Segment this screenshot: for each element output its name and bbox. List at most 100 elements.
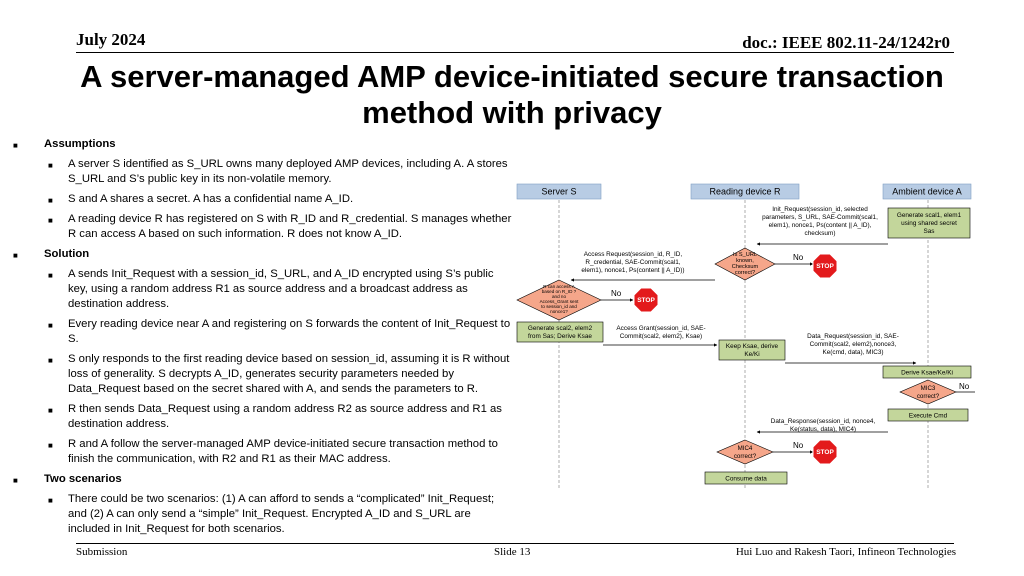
label-data-request: Data_Request(session_id, SAE- Commit(sca… [807,333,899,356]
svg-text:Ke(cmd, data), MIC3): Ke(cmd, data), MIC3) [822,349,883,356]
svg-text:STOP: STOP [637,297,655,304]
slide-title: A server-managed AMP device-initiated se… [80,59,944,130]
sequence-diagram: Server S Reading device R Ambient device… [516,183,975,488]
footer-slide-number: Slide 13 [494,546,531,558]
header-doc-id: doc.: IEEE 802.11-24/1242r0 [742,33,950,52]
svg-text:nonce1?: nonce1? [550,309,568,314]
svg-text:Access Grant(session_id, SAE-: Access Grant(session_id, SAE- [616,325,705,332]
footer-authors: Hui Luo and Rakesh Taori, Infineon Techn… [735,546,956,558]
svg-text:elem1), nonce1, Ps(content ||: elem1), nonce1, Ps(content || A_ID), [769,222,872,229]
svg-text:checksum): checksum) [805,230,836,237]
bullet-marker: ■ [48,321,53,330]
svg-text:Ke/Ki: Ke/Ki [744,351,759,358]
svg-text:correct?: correct? [735,270,755,276]
label-access-grant: Access Grant(session_id, SAE- Commit(sca… [616,325,705,340]
sub-bullet: ■R then sends Data_Request using a rando… [48,403,502,430]
lane-header-server: Server S [516,183,602,200]
decision-mic4: MIC4 correct? [716,439,774,465]
svg-text:Consume data: Consume data [725,476,767,483]
stop-sign-2: STOP [633,287,659,313]
svg-text:Commit(scal2, elem2), Ksae): Commit(scal2, elem2), Ksae) [620,333,702,340]
box-derive-keys: Derive Ksae/Ke/Ki [882,365,972,379]
svg-text:correct?: correct? [734,453,757,460]
svg-text:correct?: correct? [917,393,940,400]
bullet-marker: ■ [48,406,53,415]
svg-text:Generate scal1, elem1: Generate scal1, elem1 [897,212,962,219]
bullet-marker: ■ [48,356,53,365]
svg-text:R_credential, SAE-Commit(scal1: R_credential, SAE-Commit(scal1, [585,259,680,266]
sub-bullet: ■A sends Init_Request with a session_id,… [48,268,494,310]
bullet-marker: ■ [13,251,18,260]
svg-text:Derive Ksae/Ke/Ki: Derive Ksae/Ke/Ki [901,370,953,377]
bullet-marker: ■ [48,496,53,505]
svg-text:from Sas; Derive Ksae: from Sas; Derive Ksae [528,333,592,340]
svg-text:Access_Grant sent: Access_Grant sent [540,299,580,304]
footer-rule [76,543,954,544]
svg-text:Sas: Sas [923,228,934,235]
sub-bullet: ■A server S identified as S_URL owns man… [48,158,508,185]
svg-text:Data_Response(session_id, nonc: Data_Response(session_id, nonce4, [771,418,876,425]
svg-text:R can access A: R can access A [543,284,576,289]
svg-text:Commit(scal2, elem2),nonce3,: Commit(scal2, elem2),nonce3, [810,341,897,348]
svg-text:Init_Request(session_id, selec: Init_Request(session_id, selected [772,206,868,213]
bullet-marker: ■ [48,216,53,225]
svg-text:Execute Cmd: Execute Cmd [909,413,948,420]
lane-header-reader: Reading device R [690,183,800,200]
sub-bullet: ■R and A follow the server-managed AMP d… [48,438,498,465]
footer-submission: Submission [76,546,128,558]
box-generate-scal1: Generate scal1, elem1 using shared secre… [887,207,971,239]
svg-text:Checksum: Checksum [732,264,759,270]
sub-bullet: ■S only responds to the first reading de… [48,353,510,395]
svg-text:Ke(status, data), MIC4): Ke(status, data), MIC4) [790,426,856,433]
lane-header-ambient: Ambient device A [882,183,972,200]
bullet-solution: ■Solution [10,247,515,262]
box-execute-cmd: Execute Cmd [887,408,969,422]
svg-text:Access Request(session_id, R_I: Access Request(session_id, R_ID, [584,251,683,258]
sub-bullet: ■A reading device R has registered on S … [48,213,512,240]
svg-text:MIC4: MIC4 [738,445,753,452]
bullet-marker: ■ [13,141,18,150]
label-access-request: Access Request(session_id, R_ID, R_crede… [581,251,684,274]
label-no-4: No [793,441,804,450]
bullet-marker: ■ [48,441,53,450]
lane-label-ambient: Ambient device A [892,187,962,197]
bullet-marker: ■ [48,271,53,280]
svg-text:to session_id and: to session_id and [541,304,577,309]
sub-bullet: ■There could be two scenarios: (1) A can… [48,493,495,535]
slide-content: ■Assumptions ■A server S identified as S… [10,132,515,537]
sub-bullet: ■S and A shares a secret. A has a confid… [10,192,515,207]
svg-text:elem1), nonce1, Ps(content ||: elem1), nonce1, Ps(content || A_ID)) [581,267,684,274]
label-data-response: Data_Response(session_id, nonce4, Ke(sta… [771,418,876,433]
decision-mic3: MIC3 correct? [899,379,957,405]
box-consume-data: Consume data [704,471,788,485]
bullet-marker: ■ [48,196,53,205]
svg-text:Is S_URL: Is S_URL [733,252,757,258]
svg-text:known,: known, [736,258,754,264]
label-no-1: No [793,253,804,262]
lane-label-server: Server S [541,187,576,197]
label-no-2: No [611,289,622,298]
svg-text:based on R_ID ?: based on R_ID ? [542,289,577,294]
svg-text:Keep Ksae, derive: Keep Ksae, derive [726,343,779,350]
label-init-request: Init_Request(session_id, selected parame… [762,206,878,237]
bullet-marker: ■ [48,161,53,170]
svg-text:using shared secret: using shared secret [901,220,957,227]
svg-text:STOP: STOP [816,263,834,270]
label-no-3: No [959,382,970,391]
header-rule [76,52,954,53]
svg-text:Data_Request(session_id, SAE-: Data_Request(session_id, SAE- [807,333,899,340]
decision-s-url-known: Is S_URL known, Checksum correct? [714,247,776,281]
bullet-two-scenarios: ■Two scenarios [10,472,515,487]
sub-bullet: ■Every reading device near A and registe… [48,318,511,345]
decision-r-can-access: R can access A based on R_ID ? and no Ac… [516,279,602,321]
lane-label-reader: Reading device R [709,187,781,197]
stop-sign-4: STOP [812,439,838,465]
stop-sign-1: STOP [812,253,838,279]
box-generate-scal2: Generate scal2, elem2 from Sas; Derive K… [516,321,604,343]
header-date: July 2024 [76,30,146,49]
svg-text:parameters, S_URL, SAE-Commit(: parameters, S_URL, SAE-Commit(scal1, [762,214,878,221]
box-keep-ksae: Keep Ksae, derive Ke/Ki [718,339,786,361]
svg-text:and no: and no [552,294,566,299]
bullet-marker: ■ [13,476,18,485]
bullet-assumptions: ■Assumptions [10,137,515,152]
